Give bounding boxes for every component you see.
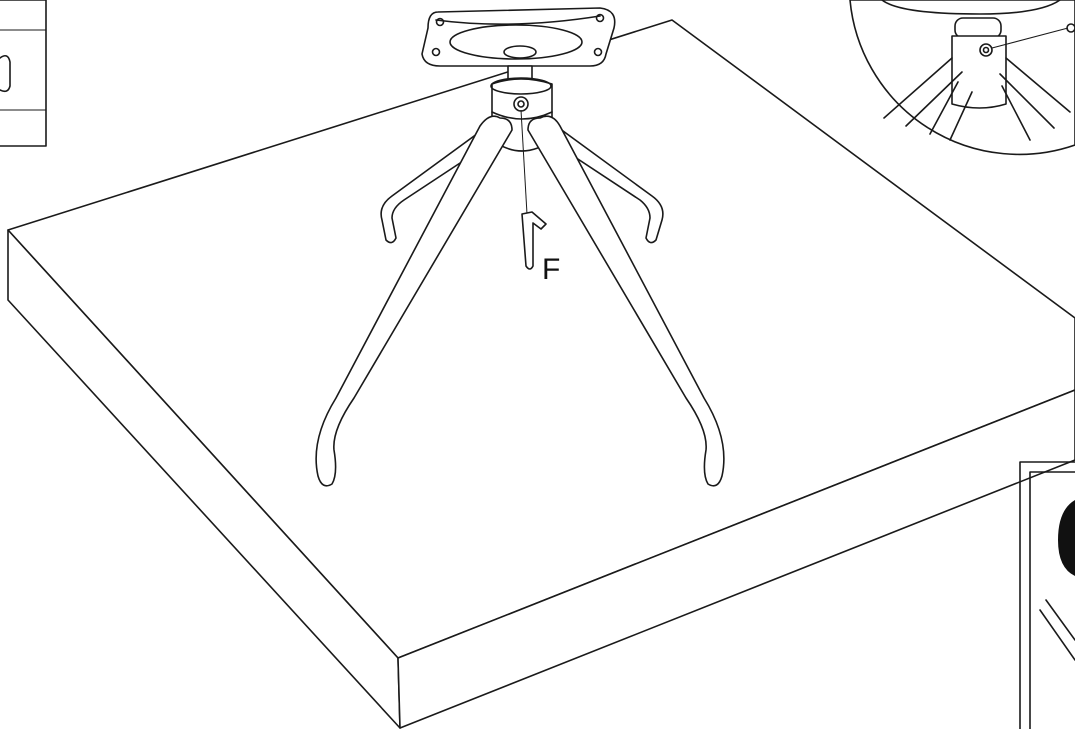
zoom-seat-plate (881, 0, 1061, 15)
zoom-leg-right (999, 57, 1071, 129)
leg-front-right (527, 115, 725, 487)
board (7, 19, 1075, 729)
part-label: F (542, 253, 560, 286)
allen-key-body (521, 211, 547, 270)
leg-back-right (545, 119, 664, 244)
plate-screw-hole (431, 47, 441, 57)
zoom-column-top (954, 17, 1002, 39)
swivel-plate-bearing (449, 24, 583, 60)
board-front-edge (397, 389, 1075, 729)
inset-bottom-right-frame-inner (1029, 471, 1075, 729)
allen-key-callout-line (520, 109, 528, 215)
zoom-callout-end (1066, 23, 1075, 33)
zoom-screw-head (982, 46, 990, 54)
plate-screw-hole (593, 47, 603, 57)
inset-bottom-right-frame-outer (1019, 461, 1075, 729)
zoom-leg-left-inner (929, 81, 973, 141)
allen-key-detail-icon (1039, 599, 1075, 661)
zoom-leg-left (883, 57, 963, 127)
inset-bottom-right (1019, 461, 1075, 729)
plate-screw-hole (595, 13, 605, 23)
hub-top-ring (490, 77, 552, 95)
inset-top-left (0, 0, 47, 147)
plate-screw-hole (435, 17, 445, 27)
zoom-hub (951, 35, 1007, 109)
zoom-callout-line (991, 27, 1069, 49)
swivel-plate (421, 7, 616, 67)
chair-base (315, 7, 725, 487)
allen-key-icon (520, 109, 547, 270)
hub-screw-head (517, 100, 525, 108)
inset-zoom-circle (849, 0, 1075, 156)
swivel-plate-hole (503, 45, 537, 59)
swivel-plate-rim (435, 15, 601, 25)
zoom-screw (979, 43, 993, 57)
zoom-leg-right-inner (1001, 85, 1031, 141)
inset-top-left-frame (0, 0, 47, 147)
inset-bottom-right-dark-part (1058, 500, 1075, 576)
inset-top-left-detail (0, 54, 11, 93)
leg-front-left (315, 115, 513, 487)
